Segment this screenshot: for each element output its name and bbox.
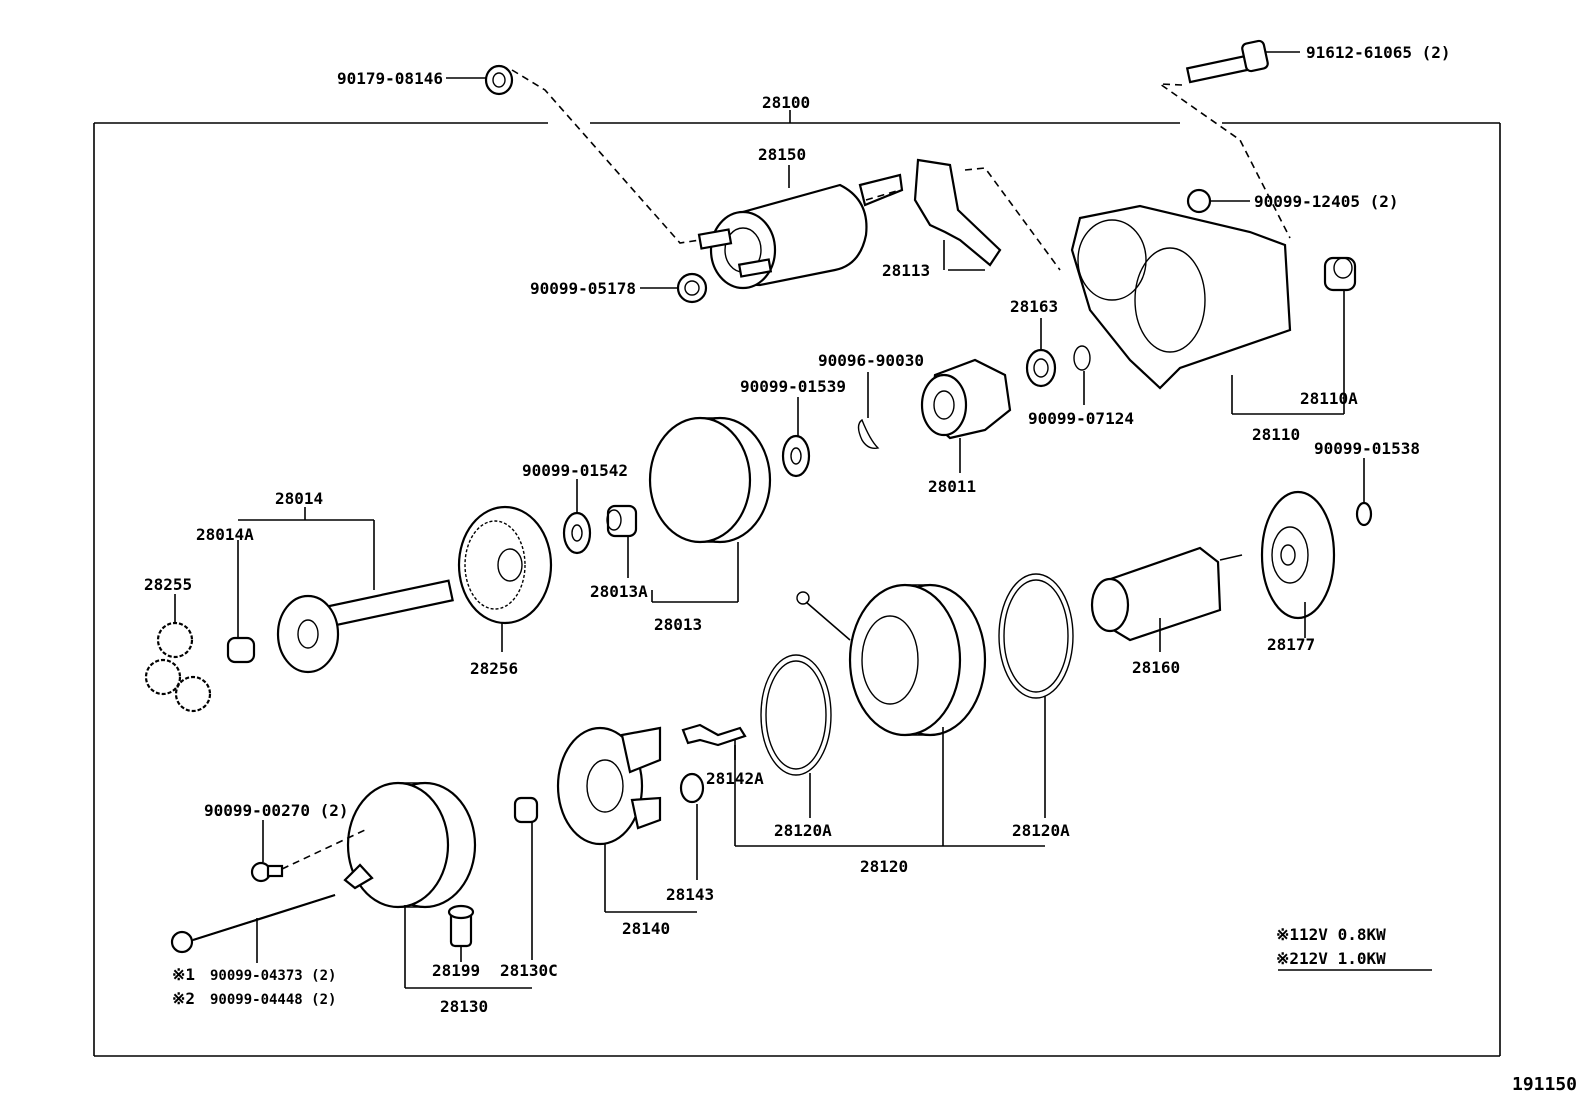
label-90099-01539: 90099-01539	[740, 377, 846, 396]
shaft-28014	[238, 507, 454, 674]
label-90099-12405: 90099-12405 (2)	[1254, 192, 1399, 211]
legend-line2: ※212V 1.0KW	[1276, 949, 1386, 968]
label-28199: 28199	[432, 961, 480, 980]
label-28014: 28014	[275, 489, 323, 508]
label-28013A: 28013A	[590, 582, 648, 601]
label-90099-05178: 90099-05178	[530, 279, 636, 298]
bearing-28163	[1025, 318, 1057, 388]
label-90096-90030: 90096-90030	[818, 351, 924, 370]
oring-28120A-right	[998, 573, 1074, 818]
nut-90099-05178	[640, 272, 708, 304]
washer-90099-01538	[1355, 458, 1373, 527]
nut-90099-12405	[1186, 188, 1250, 214]
label-28160: 28160	[1132, 658, 1180, 677]
legend-line1: ※112V 0.8KW	[1276, 925, 1386, 944]
note2-mark: ※2	[172, 989, 195, 1008]
bolt-91612	[1157, 39, 1300, 239]
stud-28199	[447, 904, 475, 962]
label-28130C: 28130C	[500, 961, 558, 980]
bushing-28014A	[226, 540, 256, 664]
through-bolt	[170, 893, 336, 963]
label-28130: 28130	[440, 997, 488, 1016]
label-90099-07124: 90099-07124	[1028, 409, 1134, 428]
brush-28142A	[681, 723, 747, 760]
housing-28013	[648, 416, 772, 603]
label-28120A-right: 28120A	[1012, 821, 1070, 840]
gears-28255	[144, 594, 212, 713]
armature-28160	[1090, 546, 1243, 652]
label-28014A: 28014A	[196, 525, 254, 544]
retainer-90096	[857, 372, 880, 450]
bushing-28110A	[1323, 256, 1357, 292]
end-frame-28130	[343, 781, 532, 989]
assembly-frame	[93, 110, 1501, 1057]
label-28142A: 28142A	[706, 769, 764, 788]
clutch-28011	[920, 358, 1012, 473]
screw-90099-00270	[250, 820, 366, 883]
label-28110: 28110	[1252, 425, 1300, 444]
nut-90179	[446, 64, 701, 244]
solenoid-28150	[697, 165, 904, 290]
label-90099-04448: 90099-04448 (2)	[210, 992, 336, 1008]
note1-mark: ※1	[172, 965, 195, 984]
label-28120: 28120	[860, 857, 908, 876]
bushing-28130C	[513, 796, 539, 960]
label-28255: 28255	[144, 575, 192, 594]
label-28143: 28143	[666, 885, 714, 904]
label-28256: 28256	[470, 659, 518, 678]
legend-box: ※112V 0.8KW ※212V 1.0KW	[1276, 925, 1432, 971]
figure-id: 191150	[1512, 1074, 1577, 1095]
label-28150: 28150	[758, 145, 806, 164]
label-28163: 28163	[1010, 297, 1058, 316]
washer-90099-01539	[781, 397, 811, 478]
label-90099-01538: 90099-01538	[1314, 439, 1420, 458]
bushing-28013A	[606, 504, 638, 578]
label-90179-08146: 90179-08146	[337, 69, 443, 88]
label-28100: 28100	[762, 93, 810, 112]
brush-holder-28140	[556, 726, 697, 913]
oring-28120A-left	[760, 654, 832, 818]
spring-28143	[679, 772, 705, 880]
label-28113: 28113	[882, 261, 930, 280]
label-28011: 28011	[928, 477, 976, 496]
label-28013: 28013	[654, 615, 702, 634]
ring-gear-28256	[457, 505, 553, 652]
label-28110A: 28110A	[1300, 389, 1358, 408]
label-91612-61065: 91612-61065 (2)	[1306, 43, 1451, 62]
ring-90099-07124	[1073, 345, 1091, 405]
yoke-28120	[734, 583, 1045, 847]
label-28120A-left: 28120A	[774, 821, 832, 840]
label-28140: 28140	[622, 919, 670, 938]
housing-28110	[1070, 204, 1345, 415]
label-28177: 28177	[1267, 635, 1315, 654]
label-90099-01542: 90099-01542	[522, 461, 628, 480]
label-90099-04373: 90099-04373 (2)	[210, 968, 336, 984]
washer-90099-01542	[562, 479, 592, 555]
lever-28113	[913, 158, 1061, 271]
label-90099-00270: 90099-00270 (2)	[204, 801, 349, 820]
plate-28177	[1260, 490, 1336, 638]
